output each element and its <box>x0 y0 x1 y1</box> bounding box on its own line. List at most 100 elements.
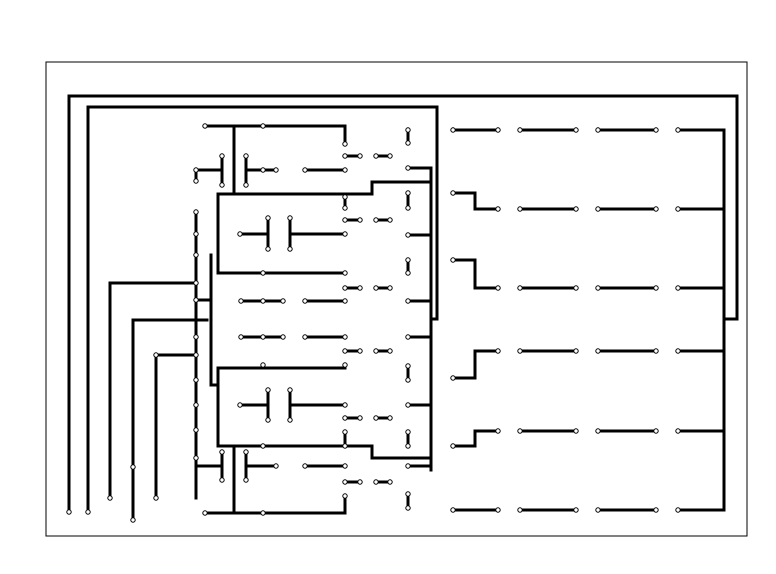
terminal-point <box>193 167 199 173</box>
terminal-point <box>495 206 501 212</box>
terminal-point <box>202 123 208 129</box>
terminal-point <box>287 246 293 252</box>
terminal-point <box>219 477 225 483</box>
terminal-point <box>517 127 523 133</box>
terminal-point <box>373 285 379 291</box>
terminal-points <box>66 123 681 523</box>
terminal-point <box>342 194 348 200</box>
terminal-point <box>450 127 456 133</box>
terminal-point <box>342 463 348 469</box>
upper-contact-block <box>194 124 433 303</box>
terminal-point <box>342 167 348 173</box>
terminal-point <box>342 415 348 421</box>
terminal-point <box>153 495 159 501</box>
terminal-point <box>342 285 348 291</box>
terminal-point <box>193 231 199 237</box>
drawing-frame <box>45 61 748 537</box>
terminal-point <box>265 246 271 252</box>
terminal-point <box>237 231 243 237</box>
terminal-point <box>373 415 379 421</box>
terminal-point <box>302 463 308 469</box>
terminal-point <box>287 387 293 393</box>
terminal-point <box>517 428 523 434</box>
terminal-point <box>495 285 501 291</box>
terminal-point <box>243 477 249 483</box>
terminal-point <box>405 190 411 196</box>
terminal-point <box>193 334 199 340</box>
terminal-point <box>85 509 91 515</box>
terminal-point <box>373 348 379 354</box>
terminal-point <box>653 285 659 291</box>
terminal-point <box>573 348 579 354</box>
terminal-point <box>260 167 266 173</box>
terminal-point <box>260 443 266 449</box>
terminal-point <box>573 507 579 513</box>
terminal-point <box>595 507 601 513</box>
terminal-point <box>675 285 681 291</box>
terminal-point <box>193 209 199 215</box>
terminal-point <box>357 153 363 159</box>
terminal-point <box>405 165 411 171</box>
terminal-point <box>357 285 363 291</box>
terminal-point <box>342 429 348 435</box>
outer-bus-wires <box>67 94 739 522</box>
terminal-point <box>517 507 523 513</box>
terminal-point <box>130 517 136 523</box>
terminal-point <box>342 205 348 211</box>
terminal-point <box>357 415 363 421</box>
terminal-point <box>243 449 249 455</box>
terminal-point <box>273 167 279 173</box>
terminal-point <box>653 507 659 513</box>
terminal-point <box>405 205 411 211</box>
terminal-point <box>387 479 393 485</box>
terminal-point <box>405 140 411 146</box>
terminal-point <box>342 217 348 223</box>
terminal-point <box>595 428 601 434</box>
terminal-point <box>265 387 271 393</box>
terminal-point <box>219 153 225 159</box>
terminal-point <box>517 348 523 354</box>
terminal-point <box>405 334 411 340</box>
terminal-point <box>193 402 199 408</box>
terminal-point <box>495 348 501 354</box>
terminal-point <box>595 348 601 354</box>
terminal-point <box>405 257 411 263</box>
terminal-point <box>342 479 348 485</box>
terminal-point <box>405 429 411 435</box>
terminal-point <box>273 463 279 469</box>
terminal-point <box>219 182 225 188</box>
terminal-point <box>342 348 348 354</box>
terminal-point <box>675 348 681 354</box>
terminal-point <box>450 257 456 263</box>
terminal-point <box>280 334 286 340</box>
terminal-point <box>107 495 113 501</box>
terminal-point <box>387 217 393 223</box>
terminal-point <box>495 507 501 513</box>
terminal-point <box>280 298 286 304</box>
terminal-point <box>573 127 579 133</box>
terminal-point <box>237 402 243 408</box>
terminal-point <box>342 334 348 340</box>
terminal-point <box>193 377 199 383</box>
terminal-point <box>342 231 348 237</box>
terminal-point <box>387 348 393 354</box>
terminal-point <box>265 417 271 423</box>
output-rungs <box>451 128 726 512</box>
terminal-point <box>405 402 411 408</box>
lower-contact-block <box>194 335 433 515</box>
terminal-point <box>202 510 208 516</box>
terminal-point <box>260 334 266 340</box>
terminal-point <box>342 402 348 408</box>
terminal-point <box>357 479 363 485</box>
terminal-point <box>595 127 601 133</box>
terminal-point <box>238 334 244 340</box>
terminal-point <box>260 270 266 276</box>
terminal-point <box>193 297 199 303</box>
terminal-point <box>405 298 411 304</box>
terminal-point <box>66 509 72 515</box>
terminal-point <box>675 507 681 513</box>
terminal-point <box>450 507 456 513</box>
terminal-point <box>450 443 456 449</box>
terminal-point <box>219 449 225 455</box>
terminal-point <box>495 127 501 133</box>
